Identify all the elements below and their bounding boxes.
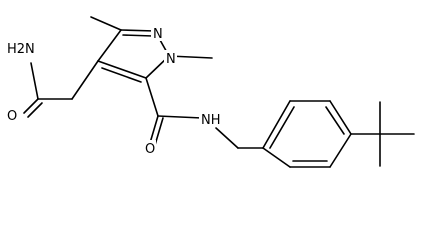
bond-c5-c4-b (101, 67, 142, 83)
bond-ring-6b (269, 106, 295, 149)
bond-ch2-c4 (71, 60, 99, 100)
bond-carbonyl-nh2 (30, 62, 39, 100)
bond-carbonyl-o-left-b (27, 102, 43, 118)
bond-c5-amide-c (145, 77, 159, 117)
bond-c3-n2-b (122, 34, 154, 37)
bond-carbonyl-o-left-a (23, 98, 39, 114)
atom-n2: N (151, 25, 164, 42)
atom-n1: N (164, 50, 177, 67)
atom-o-bottom: O (143, 140, 156, 157)
label-o-bottom: O (145, 142, 155, 157)
atom-label-layer: H2N O N N O NH (5, 25, 221, 157)
structure-canvas: H2N O N N O NH (5, 16, 415, 168)
atom-nh: NH (199, 111, 221, 128)
bond-amide-c-o-a (149, 115, 159, 144)
label-h2n: H2N (7, 42, 35, 57)
bond-c3-methyl (90, 16, 122, 31)
bond-ring-6 (262, 100, 291, 149)
bond-c5-c4-a (97, 60, 147, 79)
bond-ring-4b (325, 106, 345, 135)
label-n1: N (166, 52, 176, 67)
bond-c4-c3 (97, 29, 122, 62)
bond-amide-c-o-b (154, 117, 164, 146)
label-nh: NH (201, 113, 221, 128)
bond-layer (23, 16, 415, 168)
bond-ring-3 (329, 133, 352, 168)
label-n2: N (153, 27, 163, 42)
bond-amide-c-nh (157, 115, 203, 119)
molecule-structure: H2N O N N O NH (5, 16, 415, 168)
bond-nh-ch2 (215, 127, 239, 149)
label-o-left: O (7, 109, 17, 124)
atom-o-left: O (5, 107, 18, 124)
bond-ring-1 (262, 147, 291, 168)
atom-h2n: H2N (5, 40, 41, 57)
bond-c3-n2-a (120, 29, 156, 32)
bond-ring-4 (329, 100, 352, 135)
